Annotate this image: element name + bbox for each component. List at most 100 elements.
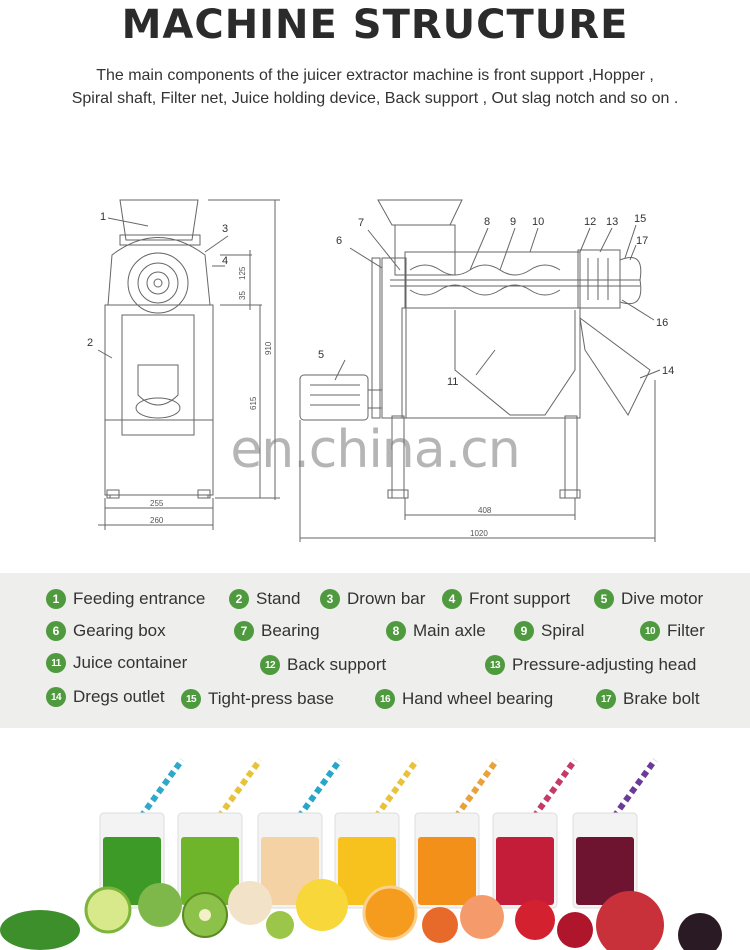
front-view [97,199,280,530]
dim-255: 255 [150,499,164,508]
callout-17: 17 [636,235,648,247]
legend-label: Front support [469,589,571,608]
callout-7: 7 [358,217,364,229]
legend-label: Main axle [413,621,486,640]
legend-item-bearing: 7 Bearing [234,621,320,641]
juice-glasses-illustration [0,758,722,950]
callout-1: 1 [100,211,106,223]
callout-14: 14 [662,365,674,377]
number-badge: 5 [594,589,614,609]
legend-label: Dive motor [621,589,704,608]
number-badge: 15 [181,689,201,709]
number-badge: 17 [596,689,616,709]
legend-item-filter: 10 Filter [640,621,705,641]
legend-item-main-axle: 8 Main axle [386,621,486,641]
legend-item-juice-container: 11 Juice container [46,653,187,673]
legend-item-stand: 2 Stand [229,589,300,609]
legend-item-front-support: 4 Front support [442,589,570,609]
peach [228,881,272,925]
strawberry [515,900,555,940]
lime-slice [84,886,132,934]
intro-line-1: The main components of the juicer extrac… [96,67,654,84]
callout-15: 15 [634,213,646,225]
legend-label: Gearing box [73,621,166,640]
orange-juice [418,837,476,905]
legend-item-feeding-entrance: 1 Feeding entrance [46,589,205,609]
legend-label: Feeding entrance [73,589,206,608]
grapes [266,911,294,939]
legend-label: Pressure-adjusting head [512,655,697,674]
callout-10: 10 [532,216,544,228]
number-badge: 1 [46,589,66,609]
legend-label: Tight-press base [208,689,334,708]
leafy-greens [0,910,80,950]
callout-4: 4 [222,255,228,267]
number-badge: 16 [375,689,395,709]
callout-12: 12 [584,216,596,228]
red-juice [496,837,554,905]
legend-item-tight-press-base: 15 Tight-press base [181,689,334,709]
carrot [422,907,458,943]
legend-label: Brake bolt [623,689,700,708]
legend-item-drown-bar: 3 Drown bar [320,589,425,609]
legend-label: Bearing [261,621,320,640]
number-badge: 8 [386,621,406,641]
dim-35: 35 [238,291,247,300]
legend-item-dregs-outlet: 14 Dregs outlet [46,687,165,707]
callout-2: 2 [87,337,93,349]
legend-label: Dregs outlet [73,687,165,706]
lemon [296,879,348,931]
legend-label: Filter [667,621,705,640]
legend-item-gearing-box: 6 Gearing box [46,621,166,641]
callout-6: 6 [336,235,342,247]
number-badge: 4 [442,589,462,609]
legend-label: Hand wheel bearing [402,689,554,708]
orange-slice [362,885,418,941]
purple-juice [576,837,634,905]
watermark: en.china.cn [230,420,520,480]
dim-260: 260 [150,516,164,525]
machine-technical-drawing: 1 2 3 4 5 6 7 8 9 10 11 12 13 14 15 16 1… [87,199,674,542]
legend-label: Juice container [73,653,188,672]
callout-8: 8 [484,216,490,228]
dim-615: 615 [249,396,258,410]
components-legend: 1 Feeding entrance 2 Stand 3 Drown bar 4 Fro… [0,573,750,728]
number-badge: 10 [640,621,660,641]
number-badge: 7 [234,621,254,641]
callout-5: 5 [318,349,324,361]
number-badge: 9 [514,621,534,641]
legend-label: Stand [256,589,301,608]
callout-13: 13 [606,216,618,228]
lime-juice [181,837,239,905]
dim-910: 910 [264,341,273,355]
legend-item-hand-wheel-bearing: 16 Hand wheel bearing [375,689,553,709]
number-badge: 6 [46,621,66,641]
dim-1020: 1020 [470,529,488,538]
lime [138,883,182,927]
callout-11: 11 [447,376,458,388]
legend-item-back-support: 12 Back support [260,655,386,675]
callout-9: 9 [510,216,516,228]
number-badge: 11 [46,653,66,673]
blackberries [678,913,722,950]
dim-408: 408 [478,506,492,515]
legend-label: Drown bar [347,589,426,608]
legend-item-spiral: 9 Spiral [514,621,584,641]
side-view [299,199,661,542]
number-badge: 12 [260,655,280,675]
number-badge: 14 [46,687,66,707]
number-badge: 2 [229,589,249,609]
fruit-row [0,879,722,950]
legend-label: Spiral [541,621,585,640]
number-badge: 3 [320,589,340,609]
legend-label: Back support [287,655,387,674]
intro-text: The main components of the juicer extrac… [0,64,750,110]
page-title: MACHINE STRUCTURE [121,2,629,48]
cherries [557,912,593,948]
callout-3: 3 [222,223,228,235]
legend-item-brake-bolt: 17 Brake bolt [596,689,700,709]
kiwi-core [199,909,211,921]
apricot [460,895,504,939]
legend-item-dive-motor: 5 Dive motor [594,589,703,609]
